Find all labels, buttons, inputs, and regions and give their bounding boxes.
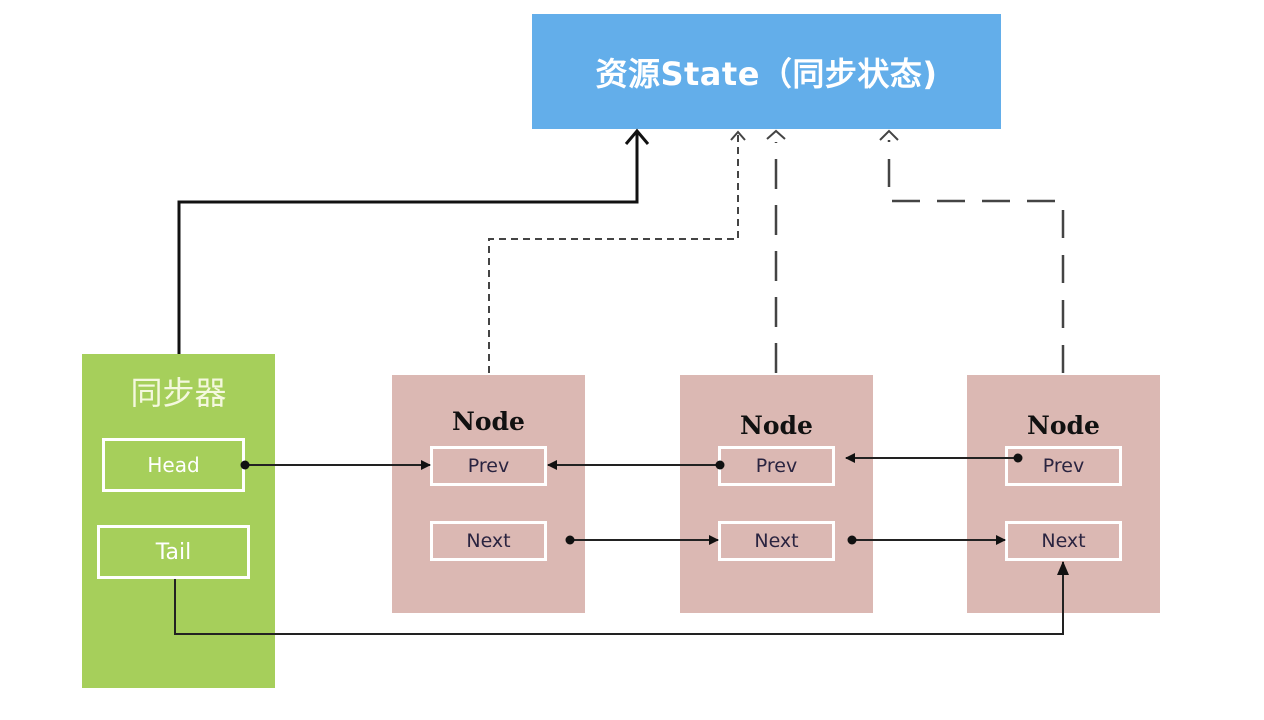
next-field: Next [430,521,547,561]
next-label: Next [754,530,799,552]
node1-to-state-arrowhead [730,130,746,141]
sync-to-state-line [177,132,639,354]
prev-field: Prev [1005,446,1122,486]
state-label: 资源State（同步状态) [595,54,938,93]
next-field: Next [718,521,835,561]
prev-label: Prev [755,455,798,477]
tail-to-next3-arrow [174,561,1069,635]
next-label: Next [1041,530,1086,552]
prev-field: Prev [430,446,547,486]
node-title: Node [1027,411,1100,440]
node-1: Node Prev Next [392,375,585,613]
sync-to-state-arrowhead [624,128,650,145]
synchronizer-box: 同步器 Head Tail [82,354,275,688]
tail-label: Tail [155,539,192,565]
next-label: Next [466,530,511,552]
prev-label: Prev [1042,455,1085,477]
next-field: Next [1005,521,1122,561]
prev-field: Prev [718,446,835,486]
synchronizer-title: 同步器 [130,374,227,412]
node-title: Node [452,407,525,436]
node-title: Node [740,411,813,440]
node1-to-state-line [488,133,739,373]
node-2: Node Prev Next [680,375,873,613]
prev-label: Prev [467,455,510,477]
node-3: Node Prev Next [967,375,1160,613]
head-field: Head [102,438,245,492]
node2-to-state-arrowhead [766,129,786,140]
node3-to-state-arrowhead [879,129,899,141]
head-label: Head [147,453,200,477]
tail-field: Tail [97,525,250,579]
node3-to-state-line [887,140,1065,373]
state-box: 资源State（同步状态) [532,14,1001,129]
